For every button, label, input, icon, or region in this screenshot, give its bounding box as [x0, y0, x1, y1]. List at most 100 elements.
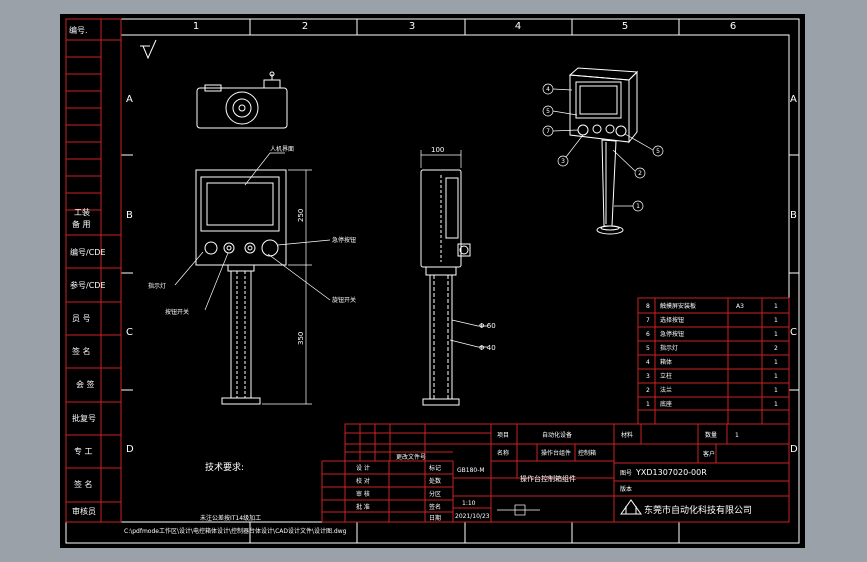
- strip-label: 专 工: [74, 446, 93, 456]
- col-label: 6: [730, 21, 736, 32]
- parts-list-cell: 1: [774, 387, 778, 394]
- parts-list-cell: 立柱: [660, 372, 672, 380]
- parts-list-cell: 法兰: [660, 386, 672, 394]
- parts-list-cell: 1: [774, 373, 778, 380]
- callout-label: 2: [638, 170, 642, 177]
- row-label: A: [790, 94, 797, 105]
- callout-label: 5: [656, 148, 660, 155]
- annotation: 人机界面: [270, 145, 294, 153]
- parts-list-cell: 1: [774, 317, 778, 324]
- tb-col: 签名: [429, 503, 441, 511]
- strip-label: 会 签: [76, 379, 95, 389]
- parts-list-cell: 2: [646, 387, 650, 394]
- callout-label: 3: [561, 158, 565, 165]
- parts-list-cell: 8: [646, 303, 650, 310]
- tb-drawing-no: YXD1307020-00R: [635, 468, 707, 477]
- parts-list-cell: 1: [774, 331, 778, 338]
- parts-list-cell: 5: [646, 345, 650, 352]
- title-block: [321, 423, 790, 523]
- tb-col: 标记: [429, 464, 441, 472]
- tb-date: 2021/10/23: [455, 513, 490, 520]
- parts-list-cell: 1: [774, 359, 778, 366]
- tb-role: 审 核: [356, 490, 370, 498]
- company-logo: [620, 499, 642, 515]
- isometric-view: [568, 67, 639, 235]
- dim-height: 350: [297, 332, 305, 345]
- strip-label: 编号/CDE: [70, 247, 106, 257]
- tb-col: 更改文件号: [396, 453, 426, 461]
- top-view: [196, 71, 288, 129]
- row-label: C: [126, 327, 133, 338]
- front-leaders: [174, 152, 331, 311]
- parts-list-cell: 4: [646, 359, 650, 366]
- col-label: 5: [622, 21, 628, 32]
- parts-list-cell: 急停按钮: [660, 330, 684, 338]
- col-label: 1: [193, 21, 199, 32]
- tb-project-label: 项目: [497, 432, 509, 439]
- front-view: [195, 169, 287, 405]
- iso-callouts: [542, 83, 664, 212]
- row-label: B: [790, 210, 797, 221]
- annotation: 旋钮开关: [332, 296, 356, 304]
- strip-label: 签 名: [72, 346, 91, 356]
- column-ticks: [249, 19, 680, 543]
- parts-list-cell: 1: [774, 303, 778, 310]
- tb-name: 操作台组件: [541, 449, 571, 457]
- dim-100: 100: [431, 146, 444, 154]
- annotation: 指示灯: [148, 282, 166, 290]
- parts-list-cell: 6: [646, 331, 650, 338]
- tb-part: 控制箱: [578, 449, 596, 457]
- callout-label: 5: [546, 108, 550, 115]
- tb-project: 自动化设备: [542, 431, 572, 439]
- row-label: C: [790, 327, 797, 338]
- tech-req-title: 技术要求:: [205, 461, 244, 473]
- roughness-symbol: [140, 39, 157, 60]
- strip-label: 批复号: [72, 413, 96, 423]
- tb-qty-label: 数量: [705, 431, 717, 439]
- tb-material-label: 材料: [621, 431, 633, 439]
- dim-box: 250: [297, 209, 305, 222]
- parts-list-cell: 选择按钮: [660, 316, 684, 324]
- file-path: C:\pdfmode工作区\设计\电控箱体设计\控制器台体设计\CAD设计文件\…: [124, 527, 347, 535]
- tech-req-line: 未注公差按IT14级加工: [200, 514, 261, 522]
- projection-symbol: [497, 504, 540, 516]
- annotation: 按钮开关: [165, 308, 189, 316]
- row-labels: A B C D A B C D: [126, 94, 798, 455]
- parts-list-cell: A3: [736, 303, 744, 310]
- callout-label: 1: [636, 203, 640, 210]
- tb-qty: 1: [735, 432, 739, 439]
- row-label: A: [126, 94, 133, 105]
- tb-standard: GB180-M: [457, 467, 485, 474]
- tb-name-label: 名称: [497, 449, 509, 457]
- column-labels: 1 2 3 4 5 6: [193, 21, 736, 32]
- tb-client-label: 客户: [703, 450, 715, 458]
- row-label: B: [126, 210, 133, 221]
- tb-drawing-no-label: 图号: [620, 470, 632, 477]
- strip-label: 签 名: [74, 479, 93, 489]
- annotation: 急停按钮: [332, 236, 356, 244]
- parts-list-cell: 1: [646, 401, 650, 408]
- strip-label: 编号.: [69, 25, 88, 35]
- strip-label: 参号/CDE: [70, 280, 106, 290]
- strip-label: 备 用: [72, 219, 91, 229]
- side-dimensions: [420, 150, 488, 348]
- tb-scale: 1:10: [462, 500, 476, 507]
- row-label: D: [790, 444, 798, 455]
- tb-product-name: 操作台控制箱组件: [520, 474, 576, 483]
- row-ticks: [121, 154, 799, 391]
- tb-role: 设 计: [356, 464, 370, 472]
- strip-label: 工装: [74, 207, 90, 217]
- parts-list-cell: 指示灯: [660, 344, 678, 352]
- tb-company: 东莞市自动化科技有限公司: [644, 504, 752, 516]
- parts-list-cell: 7: [646, 317, 650, 324]
- callout-label: 7: [546, 128, 550, 135]
- callout-label: 4: [546, 86, 550, 93]
- tb-col: 日期: [429, 514, 441, 522]
- parts-list-cell: 触摸屏安装板: [660, 302, 696, 310]
- parts-list-cell: 3: [646, 373, 650, 380]
- col-label: 4: [515, 21, 521, 32]
- strip-label: 员 号: [72, 314, 91, 323]
- tb-role: 校 对: [356, 477, 370, 485]
